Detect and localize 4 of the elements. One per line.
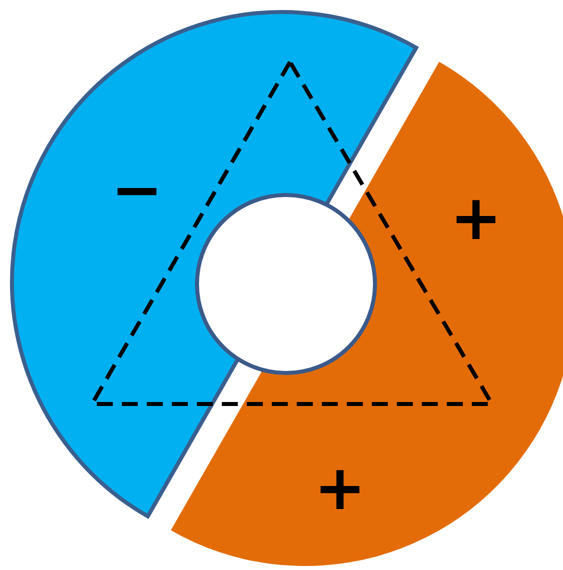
center-hole: [195, 193, 377, 375]
sign-label: +: [314, 457, 366, 519]
sign-label: −: [111, 159, 163, 221]
sign-label: +: [450, 187, 502, 249]
